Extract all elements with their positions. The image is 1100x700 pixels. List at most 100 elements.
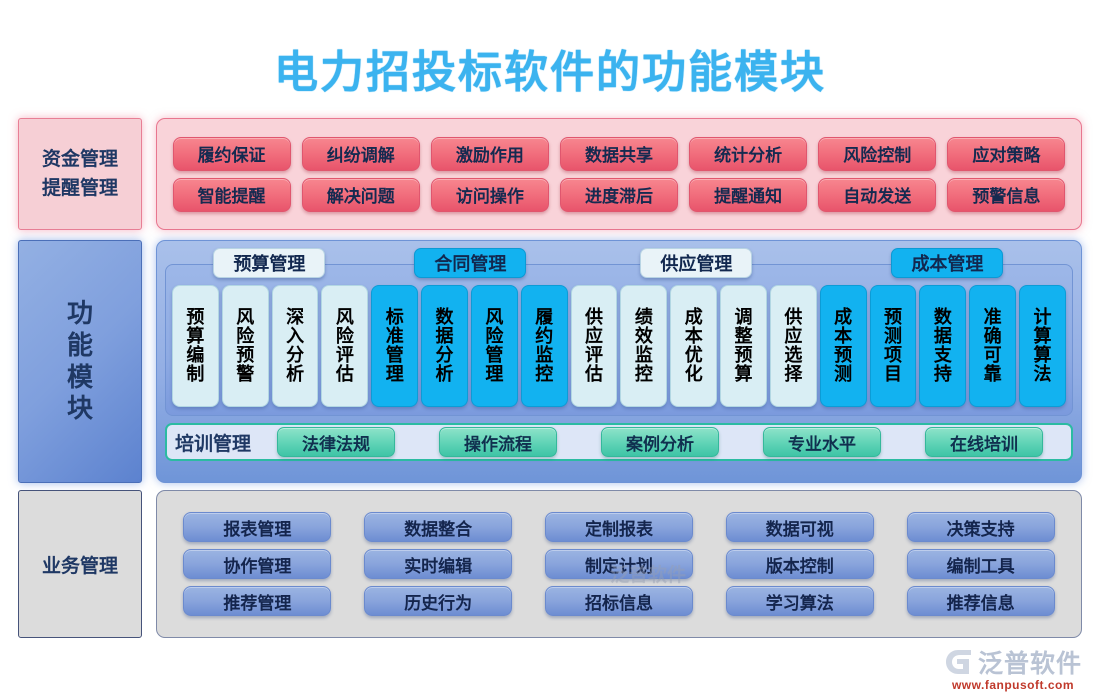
module-cell-label: 风险评估 bbox=[335, 306, 354, 385]
funds-item[interactable]: 应对策略 bbox=[947, 136, 1066, 171]
module-cell[interactable]: 数据分析 bbox=[421, 285, 468, 407]
module-cell[interactable]: 预算编制 bbox=[172, 285, 219, 407]
business-item[interactable]: 版本控制 bbox=[725, 549, 874, 579]
module-panel: 预算管理 合同管理 供应管理 成本管理 预算编制 风险预警 深入分析 风险评估 标准管理 数据分… bbox=[156, 240, 1082, 483]
module-cell-label: 成本优化 bbox=[684, 306, 703, 385]
module-cell[interactable]: 标准管理 bbox=[371, 285, 419, 407]
business-item[interactable]: 决策支持 bbox=[906, 512, 1055, 542]
sidebar-module-char: 功 bbox=[66, 298, 93, 329]
module-cell[interactable]: 供应评估 bbox=[570, 285, 618, 407]
funds-item[interactable]: 自动发送 bbox=[818, 177, 937, 212]
module-cell[interactable]: 预测项目 bbox=[869, 285, 917, 407]
business-item[interactable]: 历史行为 bbox=[364, 586, 513, 616]
business-item[interactable]: 制定计划 bbox=[544, 549, 693, 579]
module-group-header[interactable]: 成本管理 bbox=[891, 248, 1004, 278]
module-cell-label: 供应选择 bbox=[784, 306, 803, 385]
module-cell-label: 准确可靠 bbox=[983, 306, 1002, 385]
module-cell-label: 深入分析 bbox=[286, 306, 305, 385]
page-title: 电力招投标软件的功能模块 bbox=[273, 47, 826, 99]
module-cell[interactable]: 供应选择 bbox=[769, 285, 817, 407]
business-item[interactable]: 数据可视 bbox=[725, 512, 874, 542]
training-item[interactable]: 专业水平 bbox=[763, 427, 882, 457]
module-cells-frame: 预算编制 风险预警 深入分析 风险评估 标准管理 数据分析 风险管理 履约监控供应评估绩效监控… bbox=[165, 264, 1073, 416]
business-row-2: 协作管理 实时编辑 制定计划 版本控制 编制工具 bbox=[167, 549, 1071, 579]
module-cell-label: 风险预警 bbox=[236, 306, 255, 385]
funds-item[interactable]: 解决问题 bbox=[301, 177, 420, 212]
module-cell[interactable]: 深入分析 bbox=[271, 285, 319, 407]
funds-item[interactable]: 访问操作 bbox=[430, 177, 549, 212]
module-cell-label: 成本预测 bbox=[834, 306, 853, 385]
module-cell[interactable]: 成本预测 bbox=[819, 285, 867, 407]
module-group-header[interactable]: 合同管理 bbox=[414, 248, 527, 278]
business-item[interactable]: 推荐管理 bbox=[183, 586, 332, 616]
business-item[interactable]: 实时编辑 bbox=[364, 549, 513, 579]
module-group-slot: 合同管理 bbox=[370, 248, 571, 278]
module-cell[interactable]: 风险预警 bbox=[221, 285, 269, 407]
sidebar-label-funds: 资金管理 提醒管理 bbox=[18, 118, 142, 230]
training-item[interactable]: 操作流程 bbox=[439, 427, 558, 457]
section-function-modules: 功能模块 预算管理 合同管理 供应管理 成本管理 预算编制 风险预警 深入分析 风险评估 标准… bbox=[18, 240, 1082, 483]
funds-item[interactable]: 履约保证 bbox=[172, 136, 291, 171]
brand-logo: 泛普软件 www.fanpusoft.com bbox=[944, 644, 1082, 692]
business-item[interactable]: 定制报表 bbox=[544, 512, 693, 542]
sidebar-label-function-modules: 功能模块 bbox=[18, 240, 142, 483]
module-cell-label: 标准管理 bbox=[385, 306, 404, 385]
funds-item[interactable]: 智能提醒 bbox=[172, 177, 291, 212]
funds-row-1: 履约保证 纠纷调解 激励作用 数据共享 统计分析 风险控制 应对策略 bbox=[167, 136, 1071, 171]
funds-item[interactable]: 激励作用 bbox=[430, 136, 549, 171]
business-item[interactable]: 招标信息 bbox=[544, 586, 693, 616]
business-item[interactable]: 数据整合 bbox=[364, 512, 513, 542]
funds-item[interactable]: 预警信息 bbox=[947, 177, 1066, 212]
business-item[interactable]: 编制工具 bbox=[906, 549, 1055, 579]
module-cell[interactable]: 准确可靠 bbox=[969, 285, 1017, 407]
module-cell[interactable]: 数据支持 bbox=[919, 285, 967, 407]
module-group-header[interactable]: 供应管理 bbox=[640, 248, 753, 278]
funds-item[interactable]: 风险控制 bbox=[818, 136, 937, 171]
sidebar-module-vertical-text: 功能模块 bbox=[67, 298, 93, 425]
sidebar-funds-line2: 提醒管理 bbox=[41, 178, 118, 199]
business-item[interactable]: 协作管理 bbox=[183, 549, 332, 579]
module-cell-label: 履约监控 bbox=[535, 306, 554, 385]
module-cell-label: 风险管理 bbox=[485, 306, 504, 385]
business-items-panel: 报表管理 数据整合 定制报表 数据可视 决策支持 协作管理 实时编辑 制定计划 … bbox=[156, 490, 1082, 638]
logo-brand-name: 泛普软件 bbox=[977, 650, 1082, 678]
module-cell-label: 数据分析 bbox=[435, 306, 454, 385]
module-cell[interactable]: 计算算法 bbox=[1019, 285, 1066, 407]
module-cell-label: 计算算法 bbox=[1033, 306, 1052, 385]
funds-item[interactable]: 提醒通知 bbox=[689, 177, 808, 212]
business-row-3: 推荐管理 历史行为 招标信息 学习算法 推荐信息 bbox=[167, 586, 1071, 616]
funds-items-panel: 履约保证 纠纷调解 激励作用 数据共享 统计分析 风险控制 应对策略 智能提醒 … bbox=[156, 118, 1082, 230]
training-row: 培训管理 法律法规 操作流程 案例分析 专业水平 在线培训 bbox=[165, 423, 1073, 461]
training-item[interactable]: 法律法规 bbox=[277, 427, 396, 457]
module-cell[interactable]: 成本优化 bbox=[670, 285, 718, 407]
business-item[interactable]: 学习算法 bbox=[725, 586, 874, 616]
module-group-slot: 供应管理 bbox=[571, 248, 822, 278]
module-cell-label: 调整预算 bbox=[734, 306, 753, 385]
module-cell-label: 预算编制 bbox=[186, 306, 205, 385]
business-item[interactable]: 推荐信息 bbox=[906, 586, 1055, 616]
sidebar-business-text: 业务管理 bbox=[41, 555, 118, 577]
funds-item[interactable]: 纠纷调解 bbox=[301, 136, 420, 171]
business-row-1: 报表管理 数据整合 定制报表 数据可视 决策支持 bbox=[167, 512, 1071, 542]
training-label: 培训管理 bbox=[175, 433, 252, 455]
module-cell[interactable]: 绩效监控 bbox=[620, 285, 668, 407]
sidebar-funds-line1: 资金管理 bbox=[41, 148, 118, 170]
sidebar-module-char: 能 bbox=[66, 329, 93, 360]
module-cell[interactable]: 履约监控 bbox=[520, 285, 568, 407]
funds-item[interactable]: 数据共享 bbox=[559, 136, 678, 171]
funds-item[interactable]: 统计分析 bbox=[689, 136, 808, 171]
training-item[interactable]: 在线培训 bbox=[925, 427, 1044, 457]
funds-item[interactable]: 进度滞后 bbox=[559, 177, 678, 212]
logo-url: www.fanpusoft.com bbox=[951, 678, 1075, 692]
module-cell-label: 预测项目 bbox=[884, 306, 902, 385]
module-cell[interactable]: 风险评估 bbox=[321, 285, 369, 407]
business-item[interactable]: 报表管理 bbox=[183, 512, 332, 542]
module-group-header[interactable]: 预算管理 bbox=[213, 248, 326, 278]
module-group-header-row: 预算管理 合同管理 供应管理 成本管理 bbox=[165, 248, 1073, 278]
module-cell-label: 数据支持 bbox=[933, 306, 952, 385]
funds-row-2: 智能提醒 解决问题 访问操作 进度滞后 提醒通知 自动发送 预警信息 bbox=[167, 177, 1071, 212]
module-cell[interactable]: 风险管理 bbox=[470, 285, 518, 407]
module-cell[interactable]: 调整预算 bbox=[720, 285, 767, 407]
training-item[interactable]: 案例分析 bbox=[601, 427, 720, 457]
